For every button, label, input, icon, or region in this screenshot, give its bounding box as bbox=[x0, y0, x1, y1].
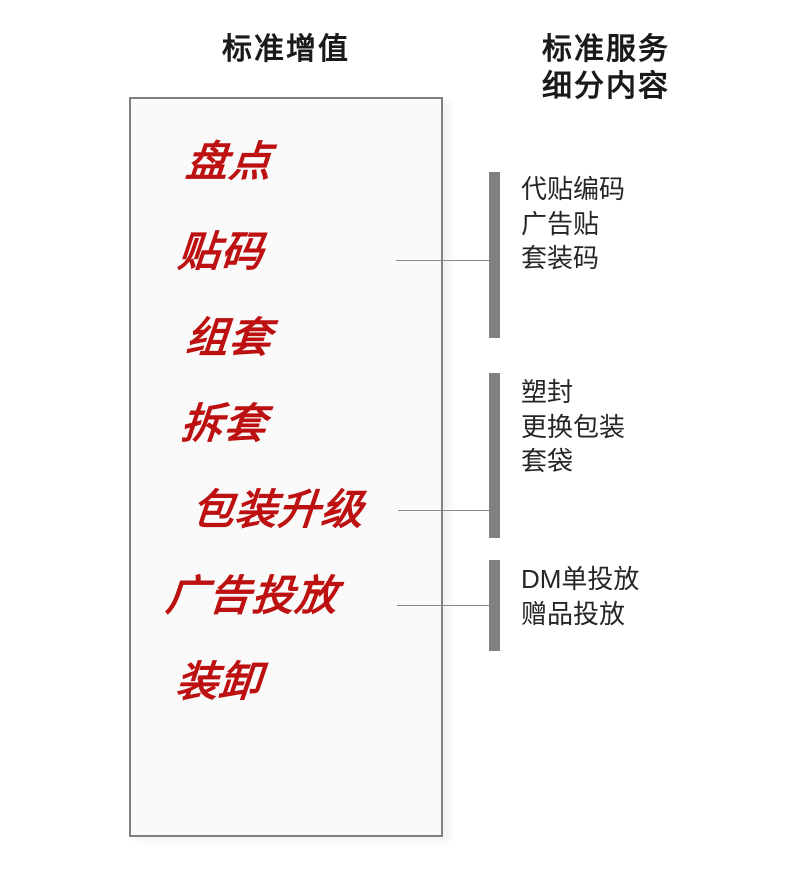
right-column-header: 标准服务 细分内容 bbox=[490, 32, 722, 105]
detail-group-packaging: 塑封 更换包装 套袋 bbox=[521, 375, 625, 479]
group-bar-advertising bbox=[489, 560, 500, 651]
connector-line-labeling-group bbox=[396, 260, 490, 261]
detail-line: 塑封 bbox=[521, 377, 574, 407]
service-item-packaging-upgrade: 包装升级 bbox=[189, 488, 367, 534]
service-item-labeling: 贴码 bbox=[175, 230, 267, 276]
left-column-header: 标准增值 bbox=[222, 33, 350, 66]
detail-line: 更换包装 bbox=[521, 411, 626, 442]
connector-line-packaging-group bbox=[398, 510, 490, 511]
detail-line: 代贴编码 bbox=[521, 174, 626, 204]
service-item-de-kitting: 拆套 bbox=[178, 402, 270, 448]
detail-line: DM单投放 bbox=[521, 564, 640, 594]
service-item-inventory: 盘点 bbox=[183, 140, 275, 186]
detail-line: 套袋 bbox=[521, 446, 574, 477]
group-bar-labeling bbox=[489, 172, 500, 338]
group-bar-packaging bbox=[489, 373, 500, 538]
detail-group-labeling: 代贴编码 广告贴 套装码 bbox=[521, 172, 625, 276]
detail-line: 广告贴 bbox=[521, 208, 600, 239]
right-column-header-line-1: 标准服务 bbox=[542, 33, 670, 66]
detail-group-advertising: DM单投放 赠品投放 bbox=[521, 562, 639, 631]
detail-line: 赠品投放 bbox=[521, 598, 626, 629]
service-item-loading-unloading: 装卸 bbox=[173, 660, 265, 706]
service-item-advertising-insert: 广告投放 bbox=[163, 574, 341, 620]
right-column-header-line-2: 细分内容 bbox=[542, 69, 670, 103]
service-item-kitting: 组套 bbox=[183, 316, 275, 362]
value-added-services-box bbox=[129, 97, 443, 837]
connector-line-advertising-group bbox=[397, 605, 490, 606]
detail-line: 套装码 bbox=[521, 243, 600, 274]
